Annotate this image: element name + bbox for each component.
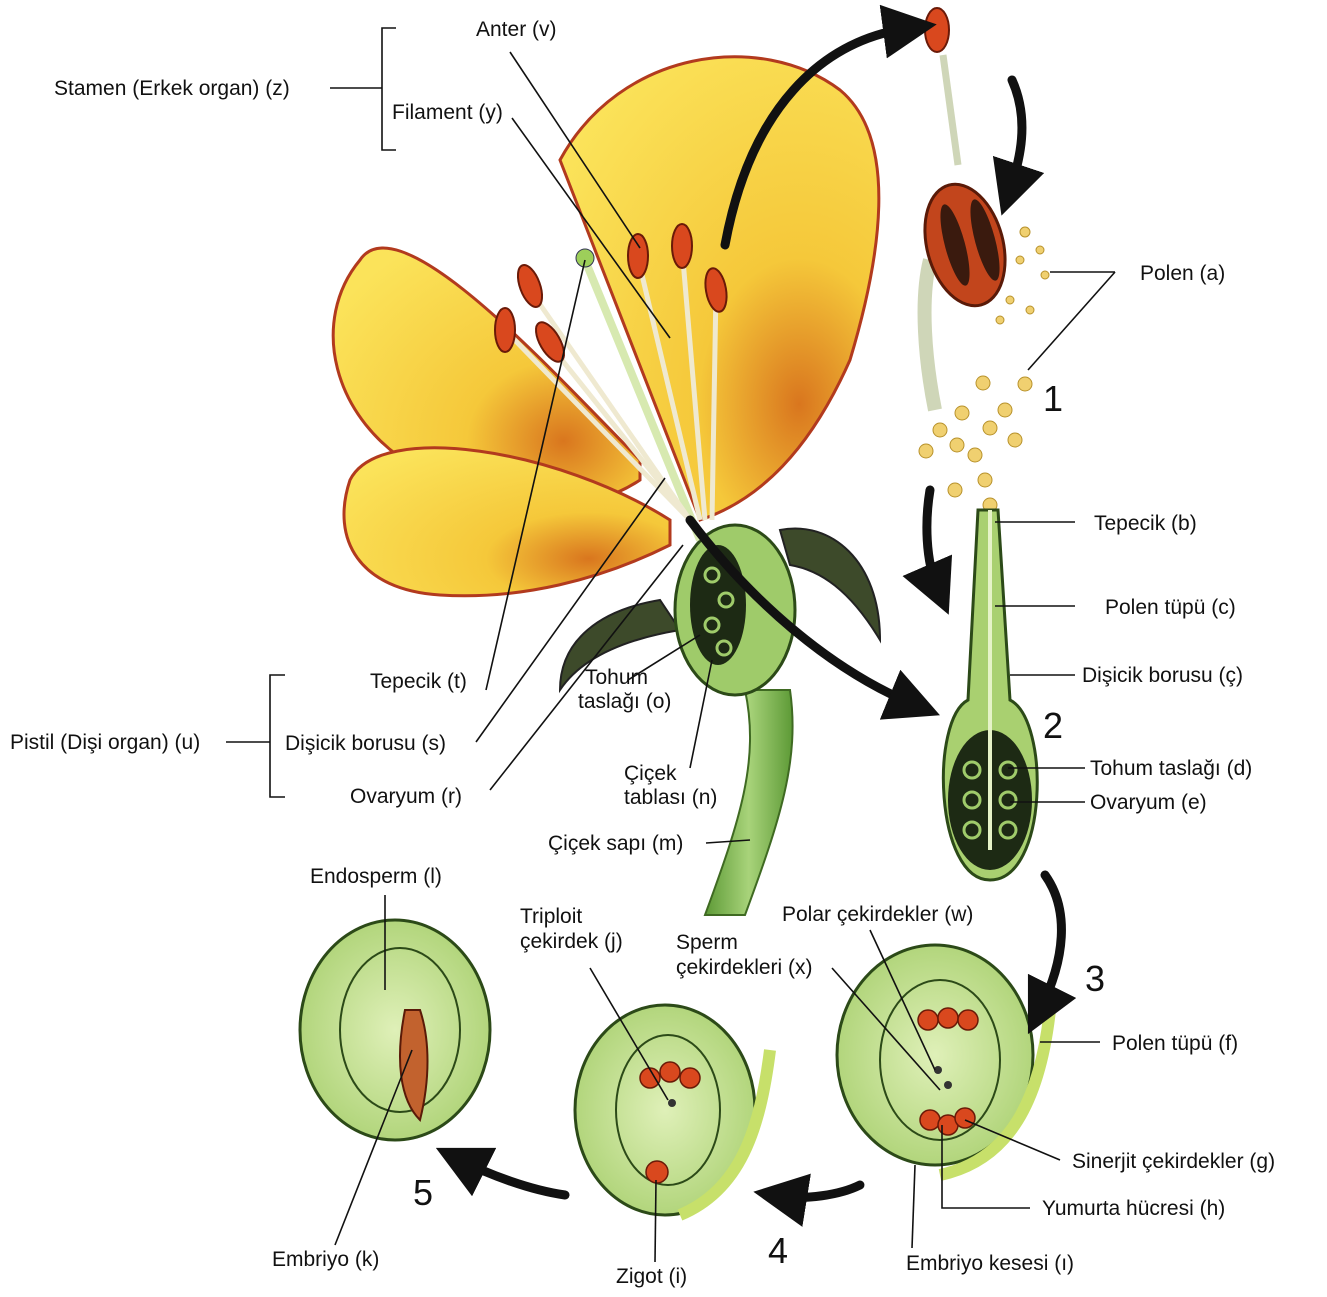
label-disicik-borusu-c: Dişicik borusu (ç) [1082, 664, 1243, 687]
label-tohum-taslagi-o-line1: Tohum [585, 666, 648, 689]
label-triploit-line2: çekirdek (j) [520, 930, 623, 953]
label-ovaryum-r: Ovaryum (r) [350, 785, 462, 808]
anther-closeup [912, 8, 1018, 410]
label-zigot: Zigot (i) [616, 1265, 687, 1288]
label-embriyo: Embriyo (k) [272, 1248, 379, 1271]
label-cicek-tablasi-line1: Çiçek [624, 762, 677, 785]
label-disicik-borusu-s: Dişicik borusu (s) [285, 732, 446, 755]
label-embriyo-kesesi: Embriyo kesesi (ı) [906, 1252, 1074, 1275]
ovule-stage-5 [300, 920, 490, 1140]
label-polar-cekirdekler: Polar çekirdekler (w) [782, 903, 973, 926]
label-filament: Filament (y) [392, 101, 503, 124]
step-number-2: 2 [1043, 705, 1063, 747]
label-tepecik-t: Tepecik (t) [370, 670, 467, 693]
ovule-stage-4 [575, 1005, 770, 1215]
flower-stem [705, 690, 793, 915]
label-tohum-taslagi-d: Tohum taslağı (d) [1090, 757, 1252, 780]
step-number-3: 3 [1085, 958, 1105, 1000]
ovule-stage-3 [837, 945, 1050, 1175]
step-number-1: 1 [1043, 378, 1063, 420]
label-endosperm: Endosperm (l) [310, 865, 442, 888]
label-sperm-line1: Sperm [676, 931, 738, 954]
step-number-4: 4 [768, 1230, 788, 1272]
label-yumurta-hucresi: Yumurta hücresi (h) [1042, 1197, 1225, 1220]
label-cicek-sapi: Çiçek sapı (m) [548, 832, 683, 855]
step-number-5: 5 [413, 1172, 433, 1214]
label-cicek-tablasi-line2: tablası (n) [624, 786, 717, 809]
label-polen-tupu-c: Polen tüpü (c) [1105, 596, 1236, 619]
label-tohum-taslagi-o-line2: taslağı (o) [578, 690, 671, 713]
label-polen-tupu-f: Polen tüpü (f) [1112, 1032, 1238, 1055]
label-ovaryum-e: Ovaryum (e) [1090, 791, 1207, 814]
flower-stigma [576, 249, 594, 267]
label-pistil: Pistil (Dişi organ) (u) [10, 731, 200, 754]
label-sperm-line2: çekirdekleri (x) [676, 956, 813, 979]
label-stamen: Stamen (Erkek organ) (z) [54, 77, 290, 100]
pistil-closeup [943, 510, 1037, 880]
label-tepecik-b: Tepecik (b) [1094, 512, 1197, 535]
label-triploit-line1: Triploit [520, 905, 582, 928]
label-polen-a: Polen (a) [1140, 262, 1225, 285]
label-anter: Anter (v) [476, 18, 557, 41]
label-sinerjit-cekirdekler: Sinerjit çekirdekler (g) [1072, 1150, 1275, 1173]
